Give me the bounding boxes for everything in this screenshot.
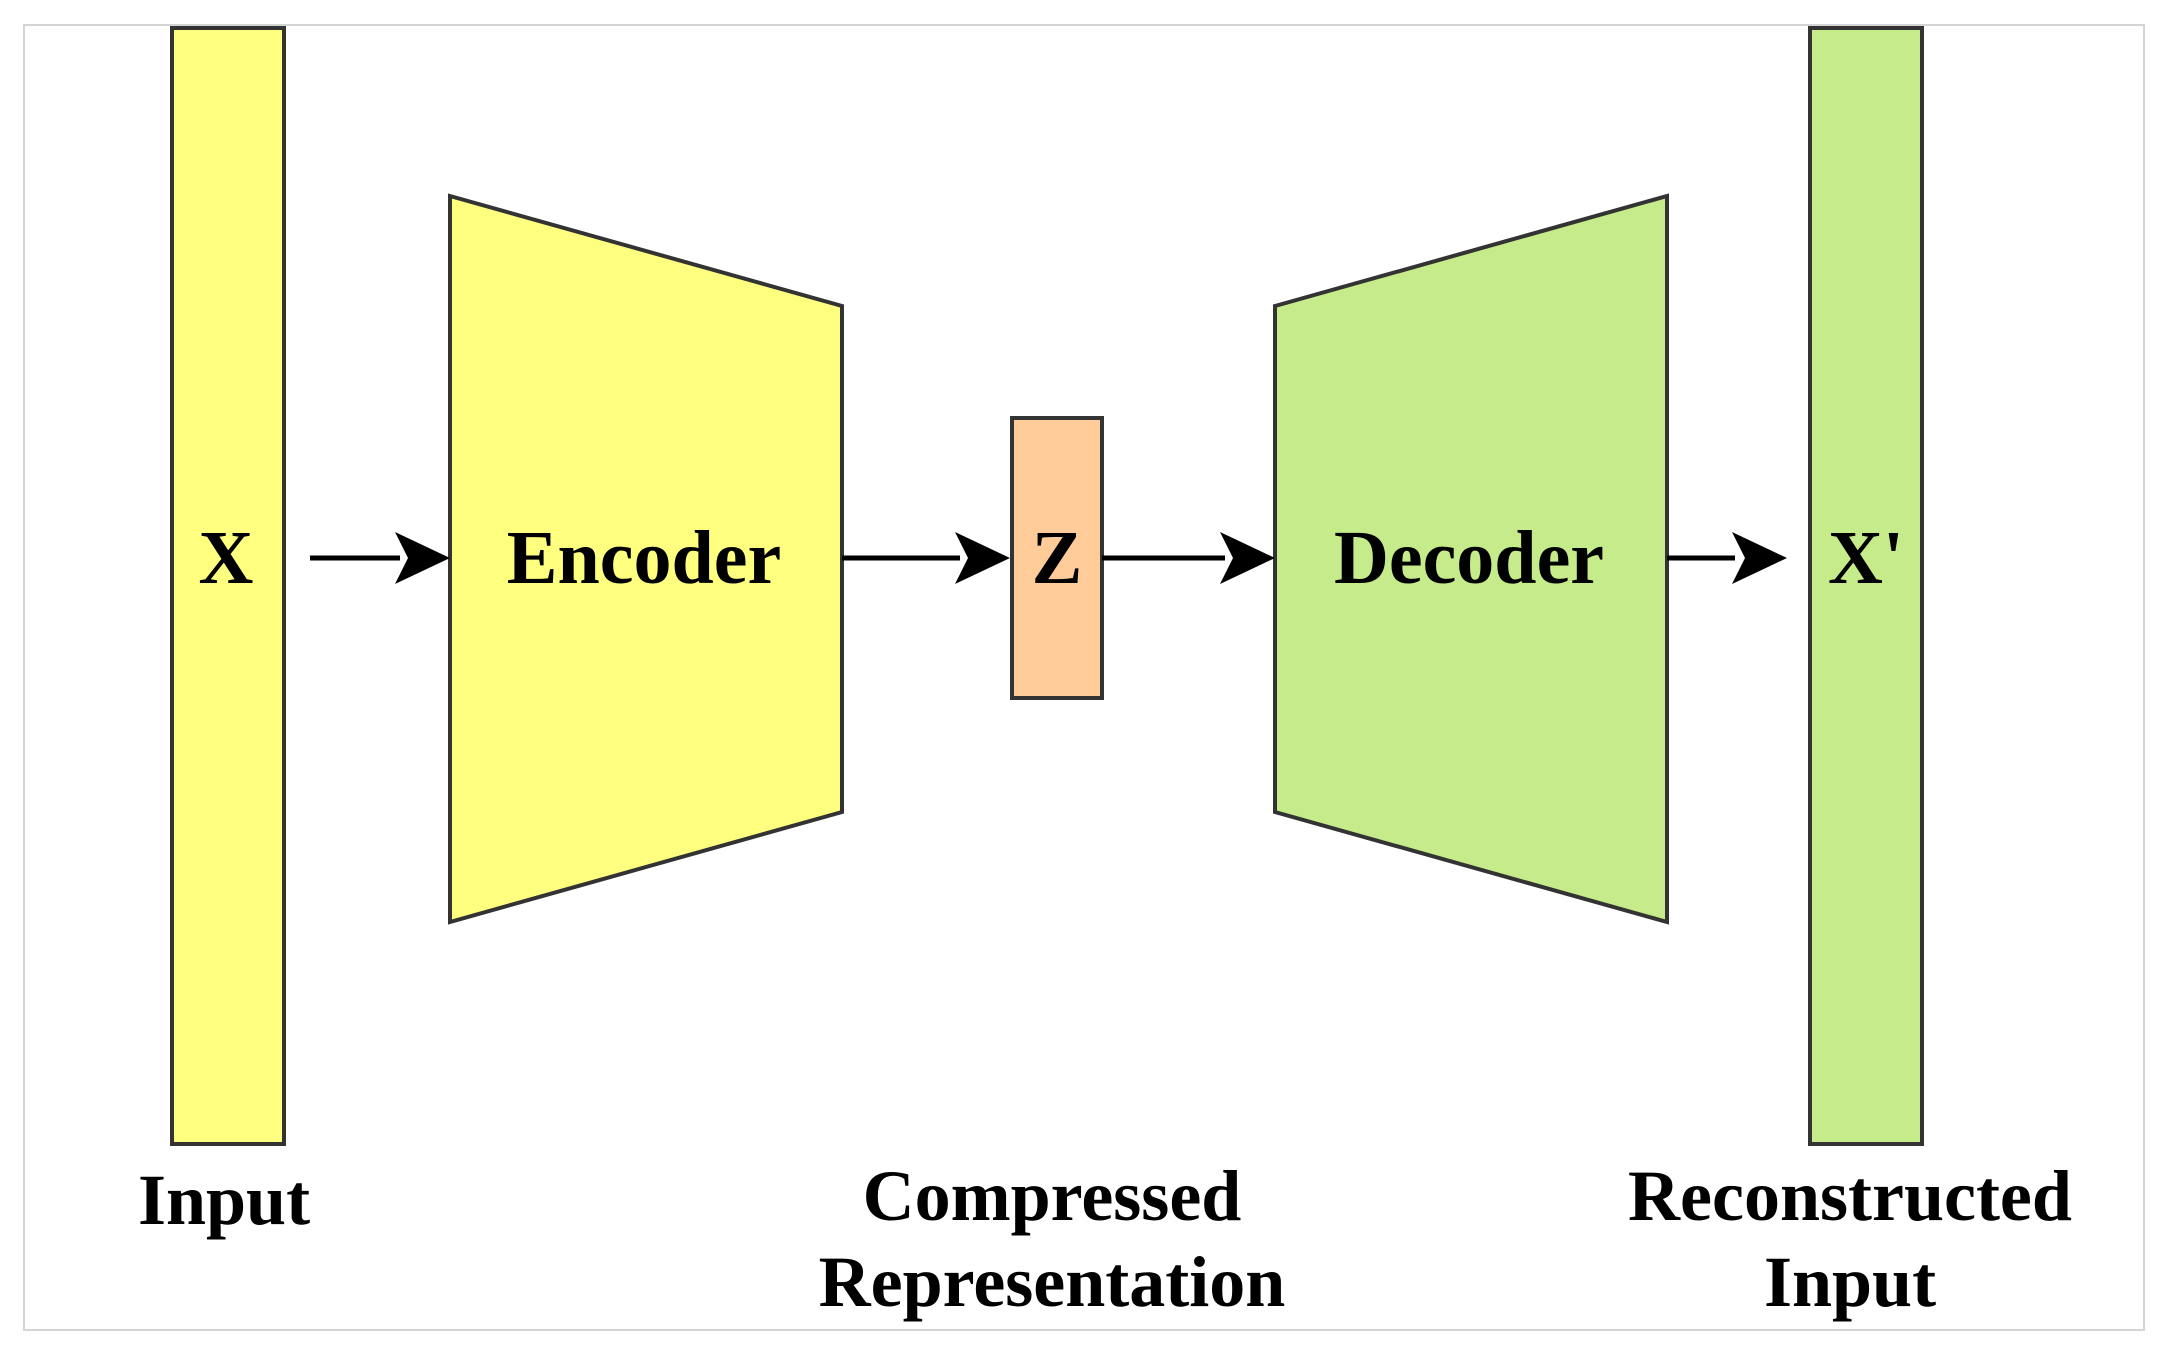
output-caption-line1: Reconstructed — [1628, 1156, 2072, 1236]
output-block — [1808, 26, 1924, 1146]
latent-caption-line2: Representation — [819, 1242, 1286, 1322]
arrow-right-icon — [955, 532, 1010, 584]
arrow-input-to-encoder — [310, 532, 450, 584]
arrow-encoder-to-latent — [842, 532, 1010, 584]
output-caption-line2: Input — [1764, 1242, 1936, 1322]
arrow-latent-to-decoder — [1102, 532, 1275, 584]
input-block — [170, 26, 286, 1146]
decoder-block-label: Decoder — [1334, 516, 1604, 600]
arrow-right-icon — [1220, 532, 1275, 584]
arrow-decoder-to-output — [1667, 532, 1787, 584]
latent-block-label: Z — [1032, 516, 1083, 600]
input-block-label: X — [199, 516, 254, 600]
arrow-right-icon — [1732, 532, 1787, 584]
latent-block — [1010, 416, 1104, 700]
encoder-block-label: Encoder — [507, 516, 781, 600]
decoder-block — [1273, 193, 1669, 925]
encoder-block — [448, 193, 844, 925]
output-block-label: X' — [1828, 516, 1904, 600]
input-caption: Input — [138, 1160, 310, 1240]
latent-caption-line1: Compressed — [863, 1156, 1242, 1236]
arrow-right-icon — [395, 532, 450, 584]
